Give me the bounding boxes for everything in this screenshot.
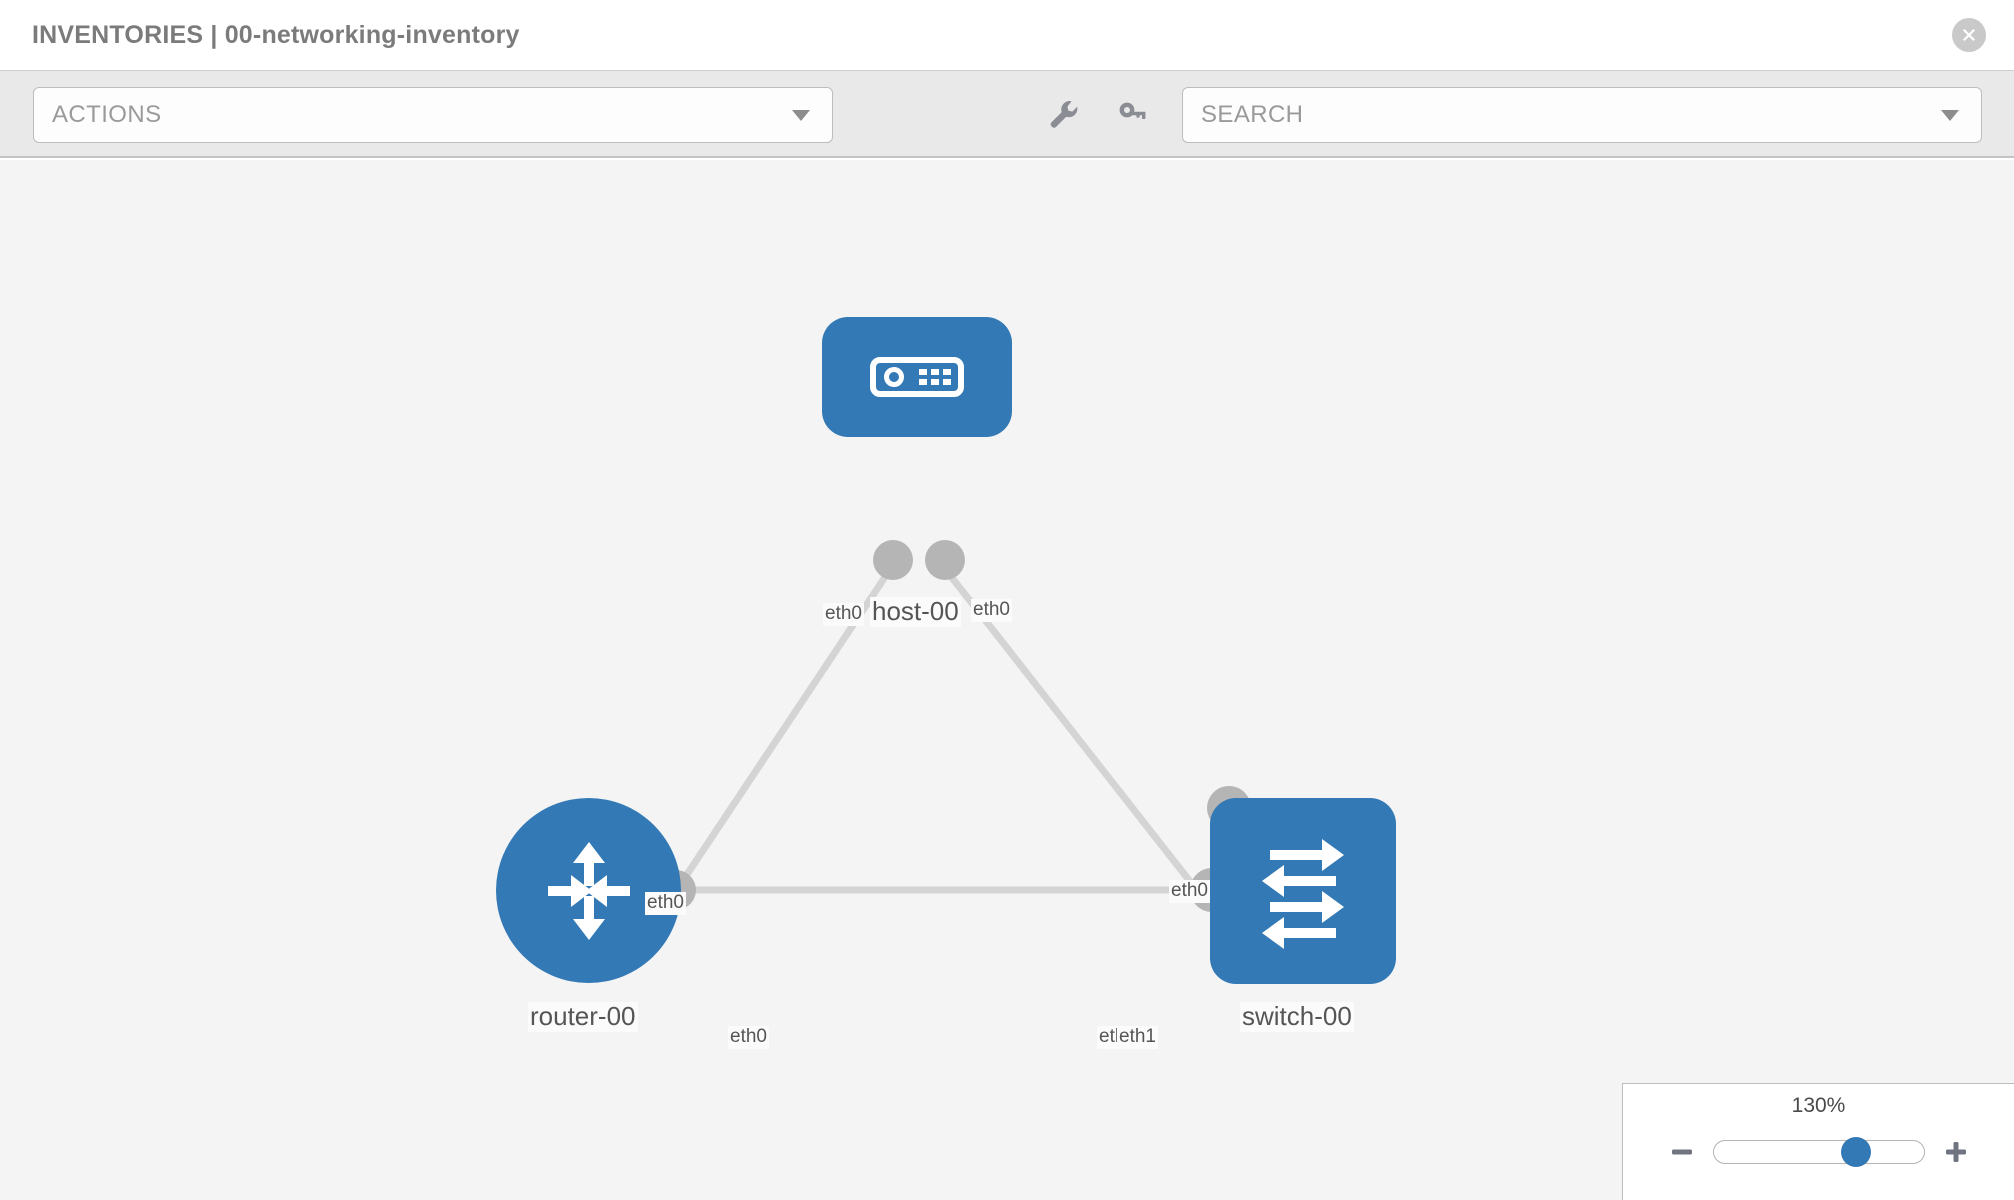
zoom-slider-row: [1623, 1132, 2014, 1172]
chevron-down-icon[interactable]: [1941, 109, 1959, 121]
node-host-00-shape[interactable]: [822, 317, 1012, 437]
key-icon[interactable]: [1110, 92, 1154, 136]
iface-label-switch00-eth0-up: eth0: [1169, 880, 1210, 903]
title-bar: INVENTORIES | 00-networking-inventory: [0, 0, 2014, 70]
minus-icon: [1671, 1149, 1692, 1155]
actions-dropdown-label: ACTIONS: [52, 101, 162, 128]
switch-arrows-icon: [1262, 839, 1344, 949]
node-switch-00-label: switch-00: [1240, 1001, 1354, 1032]
search-input[interactable]: SEARCH: [1182, 87, 1982, 143]
wrench-icon[interactable]: [1042, 92, 1086, 136]
close-icon[interactable]: [1952, 18, 1986, 52]
connector-host00-eth0-left[interactable]: [873, 540, 913, 580]
iface-label-host00-eth0-right: eth0: [971, 599, 1012, 622]
zoom-out-button[interactable]: [1665, 1135, 1699, 1169]
topology-links-layer: [656, 540, 1251, 938]
iface-label-router00-eth0-up: eth0: [645, 892, 686, 915]
chevron-down-icon: [792, 109, 810, 121]
iface-label-router00-eth0: eth0: [728, 1026, 769, 1049]
close-x-glyph: [1963, 29, 1975, 41]
zoom-control-panel: 130%: [1622, 1083, 2014, 1200]
toolbar: ACTIONS SEARCH: [0, 70, 2014, 158]
zoom-slider-thumb[interactable]: [1841, 1137, 1872, 1167]
wrench-glyph: [1050, 100, 1078, 128]
iface-label-switch00-eth1: eth1: [1117, 1026, 1158, 1049]
link-host00-switch00[interactable]: [939, 562, 1235, 938]
topology-canvas[interactable]: host-00 rout: [0, 160, 2014, 1200]
zoom-in-button[interactable]: [1939, 1135, 1973, 1169]
node-host-00-label: host-00: [870, 596, 961, 627]
plus-icon: [1945, 1142, 1966, 1162]
router-arrows-icon: [547, 841, 630, 940]
iface-label-host00-eth0-left: eth0: [823, 603, 864, 626]
server-icon: [870, 357, 964, 397]
page-title: INVENTORIES | 00-networking-inventory: [32, 20, 520, 49]
actions-dropdown[interactable]: ACTIONS: [33, 87, 833, 143]
connector-host00-eth0-right[interactable]: [925, 540, 965, 580]
node-switch-00-shape[interactable]: [1210, 798, 1396, 984]
node-router-00-label: router-00: [528, 1001, 638, 1032]
zoom-level-value: 130%: [1791, 1094, 1846, 1117]
key-glyph: [1119, 102, 1146, 119]
zoom-slider-track[interactable]: [1712, 1137, 1925, 1167]
node-router-00-shape[interactable]: [496, 798, 681, 983]
search-placeholder: SEARCH: [1201, 101, 1304, 128]
